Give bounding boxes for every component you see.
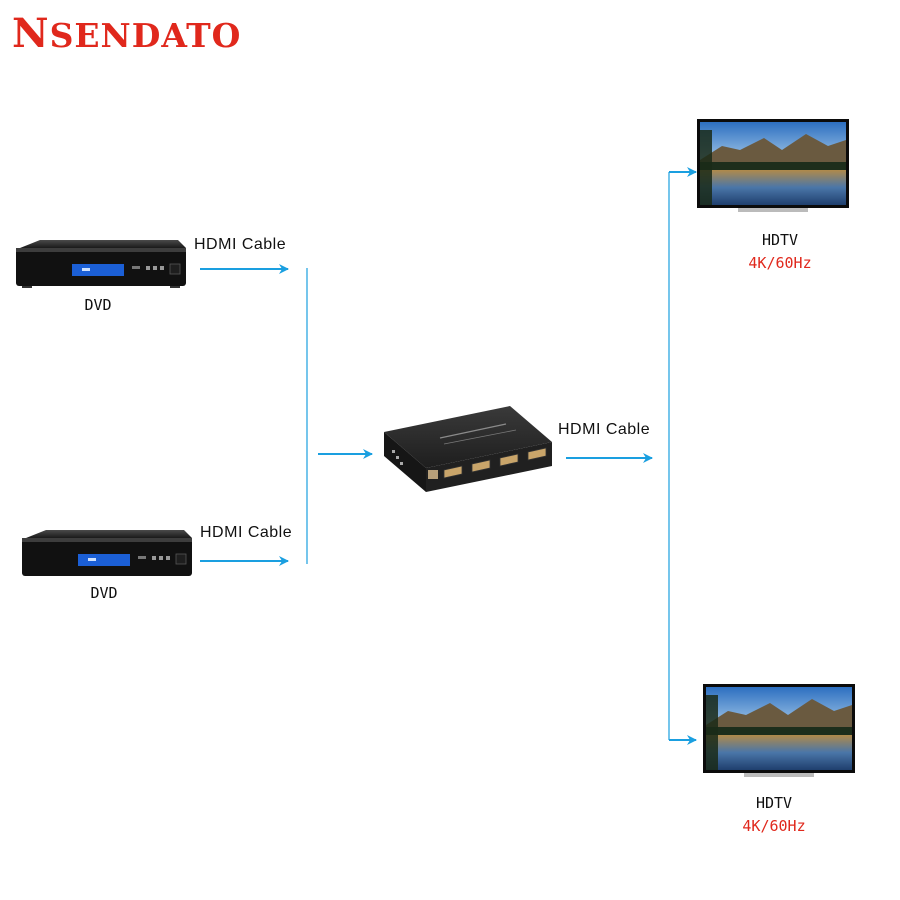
cable-label-top: HDMI Cable [194, 236, 287, 253]
hdtv-bottom [703, 684, 855, 777]
hdtv-top [697, 119, 849, 212]
tv-label-top: HDTV [761, 231, 799, 249]
dvd-player-top [16, 240, 186, 288]
hdmi-splitter [384, 406, 552, 492]
cable-label-bottom: HDMI Cable [200, 524, 293, 541]
dvd-label-top: DVD [84, 296, 112, 314]
tv-resolution-bottom: 4K/60Hz [742, 817, 806, 835]
dvd-label-bottom: DVD [90, 584, 118, 602]
tv-label-bottom: HDTV [755, 794, 793, 812]
brand-rest: SENDATO [49, 16, 242, 55]
tv-resolution-top: 4K/60Hz [748, 254, 812, 272]
cable-label-out: HDMI Cable [558, 421, 651, 438]
brand-first-letter: N [12, 10, 50, 57]
brand-logo: NSENDATO [12, 10, 241, 57]
dvd-player-bottom [22, 530, 192, 576]
